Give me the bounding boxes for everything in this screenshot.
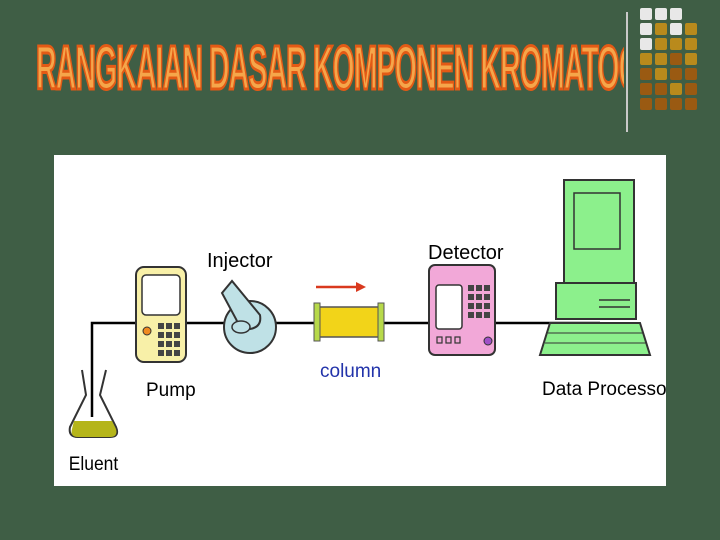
- dot: [655, 8, 667, 20]
- label-column: column: [320, 361, 381, 382]
- dot: [655, 83, 667, 95]
- dot: [670, 8, 682, 20]
- title-container: RANGKAIAN DASAR KOMPONEN KROMATOGRAFI: [36, 10, 624, 128]
- dot: [640, 8, 652, 20]
- dot: [640, 38, 652, 50]
- dot: [670, 53, 682, 65]
- dot: [640, 53, 652, 65]
- dot: [640, 23, 652, 35]
- label-detector: Detector: [428, 242, 504, 264]
- dot: [685, 53, 697, 65]
- data-processor-computer: [538, 179, 652, 356]
- title-divider: [626, 12, 628, 132]
- dot: [685, 83, 697, 95]
- dot: [670, 38, 682, 50]
- eluent-liquid: [71, 421, 117, 437]
- dot: [670, 68, 682, 80]
- dot: [670, 83, 682, 95]
- tubing-eluent-pump: [90, 321, 136, 417]
- hplc-diagram-panel: Eluent Pump Injector: [54, 155, 674, 486]
- dot: [655, 23, 667, 35]
- dot: [640, 83, 652, 95]
- eluent-flask: [68, 369, 119, 438]
- dot: [685, 98, 697, 110]
- dot: [670, 23, 682, 35]
- dot: [685, 38, 697, 50]
- label-injector: Injector: [207, 250, 273, 272]
- dot: [655, 53, 667, 65]
- label-pump: Pump: [146, 380, 196, 401]
- label-eluent: Eluent: [69, 452, 119, 474]
- dot: [670, 98, 682, 110]
- slide-title: RANGKAIAN DASAR KOMPONEN KROMATOGRAFI: [36, 33, 624, 105]
- detector: [428, 264, 496, 356]
- dot: [655, 38, 667, 50]
- hplc-diagram: Eluent Pump Injector: [68, 179, 674, 474]
- dot: [655, 68, 667, 80]
- dot: [640, 68, 652, 80]
- dot: [685, 68, 697, 80]
- label-data-processor: Data Processor: [542, 379, 666, 400]
- injector: [220, 279, 277, 354]
- pump: [135, 266, 187, 363]
- flow-direction-arrow: [316, 282, 366, 292]
- dot: [685, 23, 697, 35]
- column: [313, 302, 385, 342]
- dot: [640, 98, 652, 110]
- dot: [655, 98, 667, 110]
